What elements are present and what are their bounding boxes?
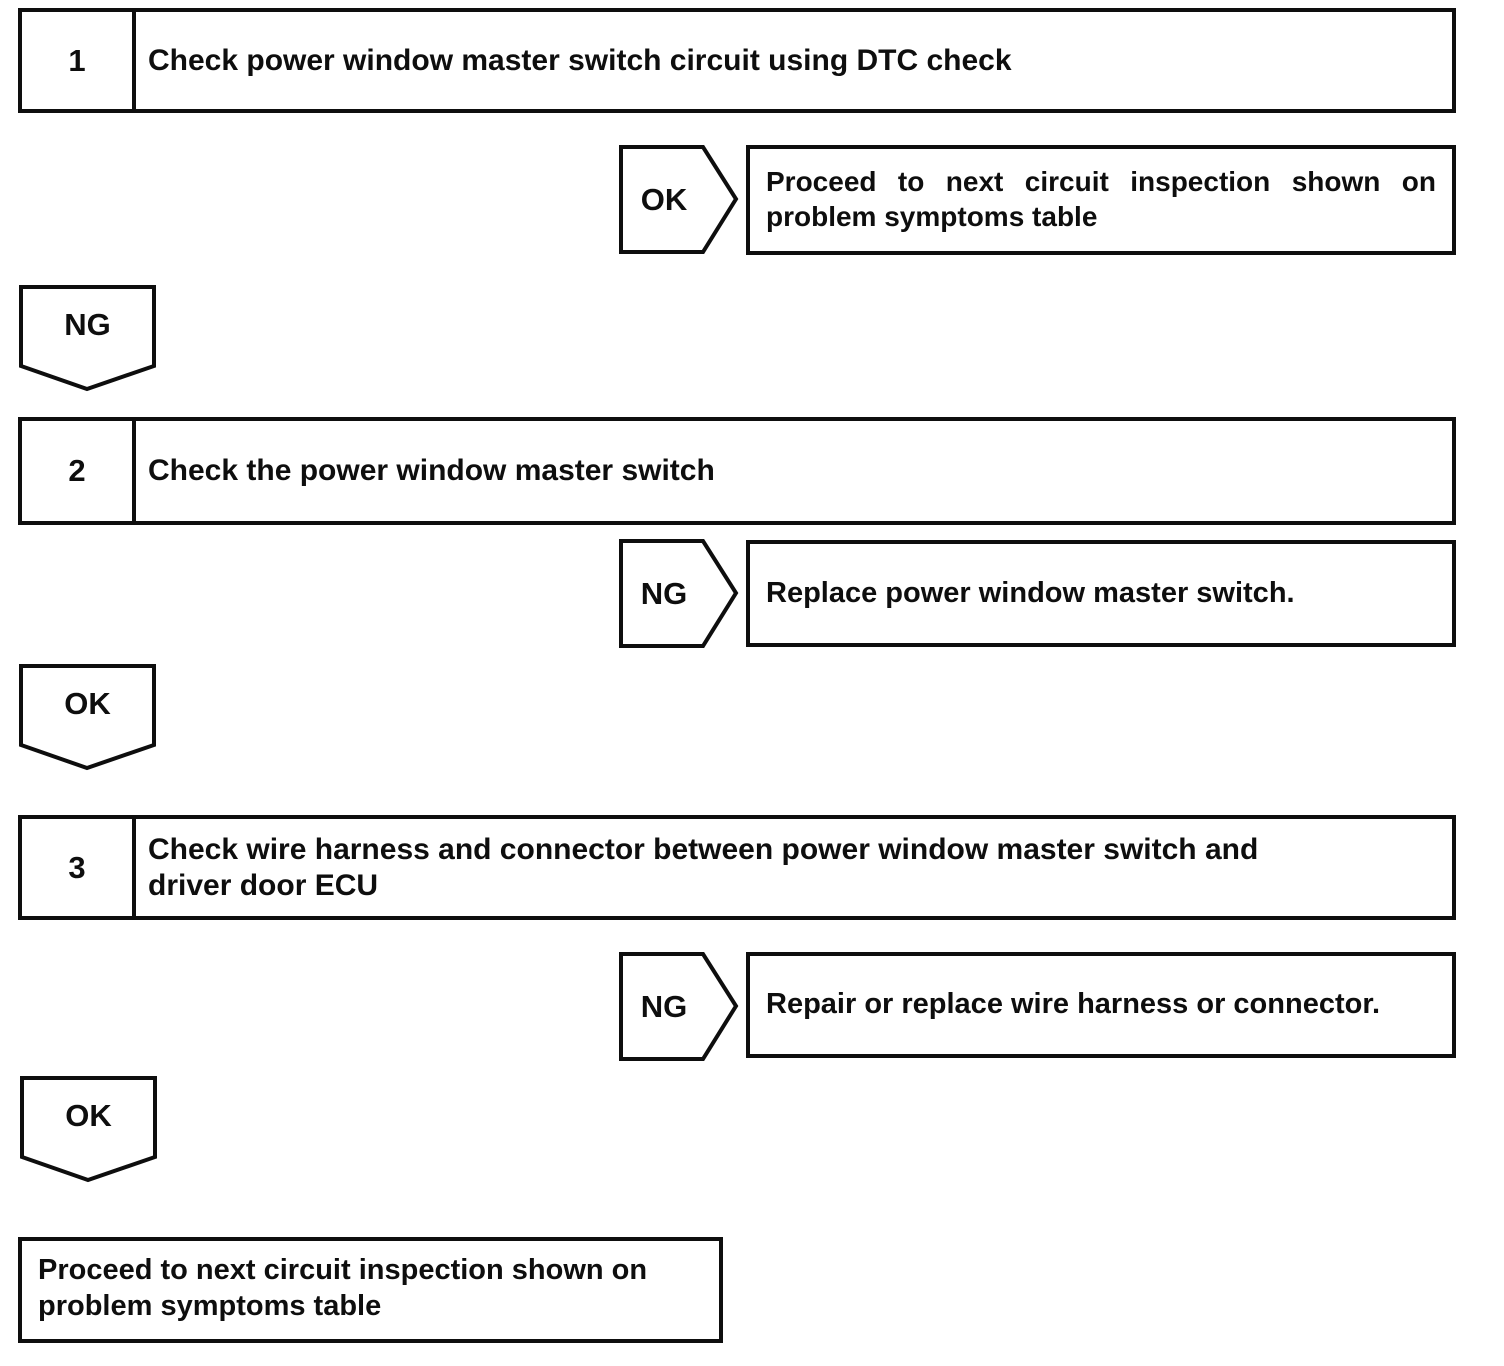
step-title: Check wire harness and connector between… [148, 833, 1259, 902]
branch-badge-ok-1: OK [619, 145, 739, 254]
step-number: 3 [22, 819, 136, 916]
result-box-3: Repair or replace wire harness or connec… [746, 952, 1456, 1058]
end-text: Proceed to next circuit inspection shown… [38, 1254, 648, 1322]
result-box-1: Proceed to next circuit inspection shown… [746, 145, 1456, 255]
result-text: Replace power window master switch. [766, 576, 1295, 609]
connector-badge-ok-3: OK [20, 1076, 157, 1183]
arrow-right-pentagon-icon [619, 145, 739, 254]
branch-label: NG [640, 575, 688, 611]
arrow-down-pentagon-icon [20, 1076, 157, 1183]
connector-badge-ok-2: OK [19, 664, 156, 771]
step-title: Check the power window master switch [148, 454, 715, 488]
branch-label: OK [640, 181, 688, 217]
arrow-down-pentagon-icon [19, 285, 156, 392]
step-box-3: 3 Check wire harness and connector betwe… [18, 815, 1456, 920]
arrow-down-pentagon-icon [19, 664, 156, 771]
branch-badge-ng-2: NG [619, 539, 739, 648]
arrow-right-pentagon-icon [619, 952, 739, 1061]
result-text: Repair or replace wire harness or connec… [766, 988, 1381, 1021]
step-box-1: 1 Check power window master switch circu… [18, 8, 1456, 113]
step-title: Check power window master switch circuit… [148, 43, 1012, 77]
arrow-right-pentagon-icon [619, 539, 739, 648]
step-box-2: 2 Check the power window master switch [18, 417, 1456, 525]
connector-badge-ng-1: NG [19, 285, 156, 392]
branch-label: NG [640, 988, 688, 1024]
end-box: Proceed to next circuit inspection shown… [18, 1237, 723, 1343]
step-number: 1 [22, 12, 136, 109]
connector-label: OK [65, 1098, 112, 1133]
result-box-2: Replace power window master switch. [746, 540, 1456, 647]
connector-label: OK [64, 686, 111, 721]
branch-badge-ng-3: NG [619, 952, 739, 1061]
connector-label: NG [64, 307, 111, 342]
result-text: Proceed to next circuit inspection shown… [766, 166, 1436, 232]
step-number: 2 [22, 421, 136, 521]
